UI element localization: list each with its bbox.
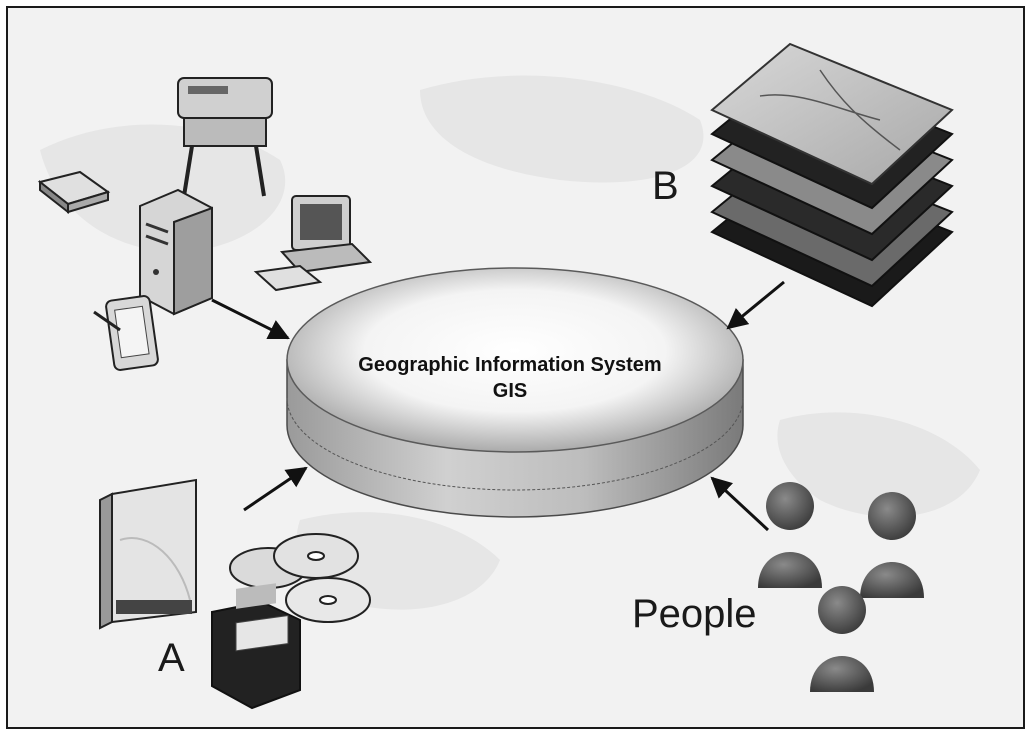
floppy-disks-icon [211,583,301,710]
label-b: B [652,164,679,208]
gis-title-line1: Geographic Information System [358,354,662,376]
plotter-icon [177,77,273,197]
map-layers-icon [710,42,954,308]
world-map-background [40,75,980,610]
software-box-icon [99,478,197,630]
label-people: People [632,592,757,636]
cd-disks-icon [229,533,371,623]
gis-title: Geographic Information System GIS [280,352,740,404]
people-group [758,482,924,692]
desktop-computer-icon [253,195,373,292]
tablet-icon [93,295,159,371]
label-a: A [158,636,185,680]
gis-disk [286,267,744,518]
arrow-hardware-to-gis [211,298,290,340]
scanner-icon [37,170,111,215]
server-tower-icon [139,188,213,316]
arrow-software-to-gis [243,466,308,512]
person-icon [758,482,822,588]
person-icon [810,586,874,692]
person-icon [860,492,924,598]
arrow-data-to-gis [726,280,785,330]
arrows [211,280,785,532]
gis-title-line2: GIS [492,380,528,402]
arrow-people-to-gis [710,476,770,532]
